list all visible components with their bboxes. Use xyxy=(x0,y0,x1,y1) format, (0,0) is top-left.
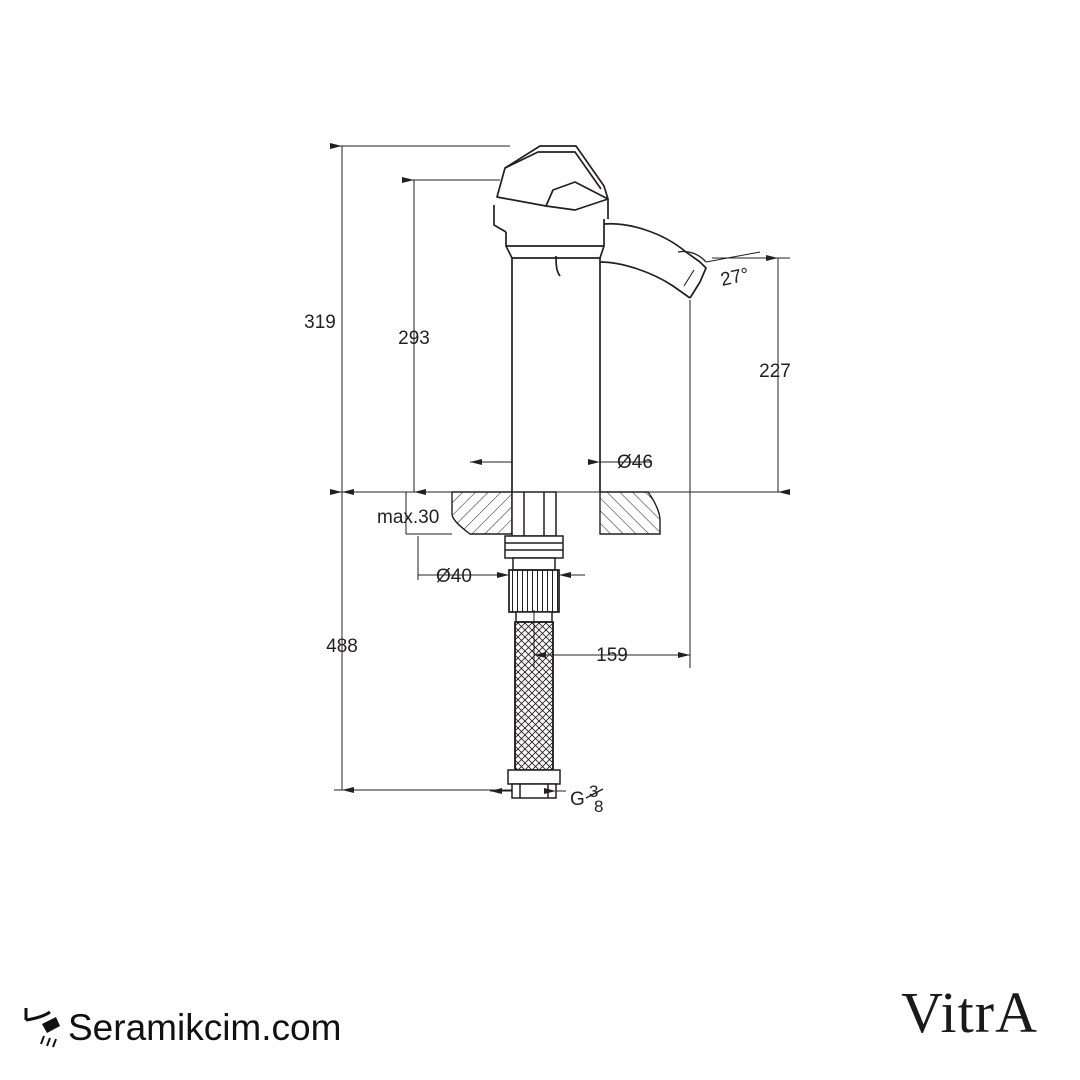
dim-293-label: 293 xyxy=(398,328,430,349)
thread-prefix: G xyxy=(570,789,585,810)
dim-159-label: 159 xyxy=(596,645,628,666)
dim-488-label: 488 xyxy=(326,636,358,657)
dimension-lines xyxy=(330,143,790,794)
dim-angle-27-label: 27° xyxy=(719,264,751,291)
dim-max30-label: max.30 xyxy=(377,507,439,528)
dim-319-label: 319 xyxy=(304,312,336,333)
shower-head-icon xyxy=(24,1008,60,1048)
faucet-body-geometry xyxy=(493,145,707,492)
brand-logo: VitrA xyxy=(901,980,1038,1045)
dim-thread-g38-label: G 3 8 xyxy=(570,782,603,816)
thread-numerator: 3 xyxy=(589,782,598,801)
watermark: Seramikcim.com xyxy=(20,1004,341,1050)
dim-227-label: 227 xyxy=(759,361,791,382)
dim-diameter-46-label: Ø46 xyxy=(617,452,653,473)
watermark-text: Seramikcim.com xyxy=(68,1006,342,1048)
thread-denominator: 8 xyxy=(594,797,603,816)
dim-diameter-40-label: Ø40 xyxy=(436,566,472,587)
counter-section-hatch xyxy=(451,491,661,535)
under-counter-assembly xyxy=(504,491,564,799)
